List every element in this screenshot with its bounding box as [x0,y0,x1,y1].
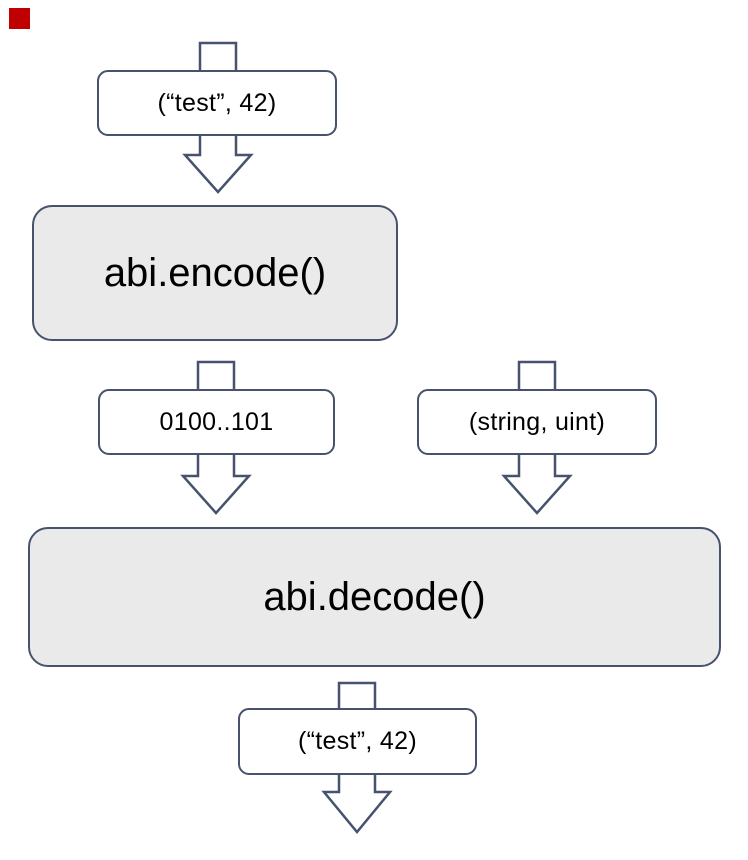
red-square-marker [9,8,30,29]
node-types-tuple: (string, uint) [417,389,657,455]
node-abi-encode: abi.encode() [32,205,398,341]
node-abi-decode: abi.decode() [28,527,721,667]
node-output-tuple: (“test”, 42) [238,708,477,775]
node-encoded-bytes: 0100..101 [98,389,335,455]
node-input-tuple: (“test”, 42) [97,70,337,136]
